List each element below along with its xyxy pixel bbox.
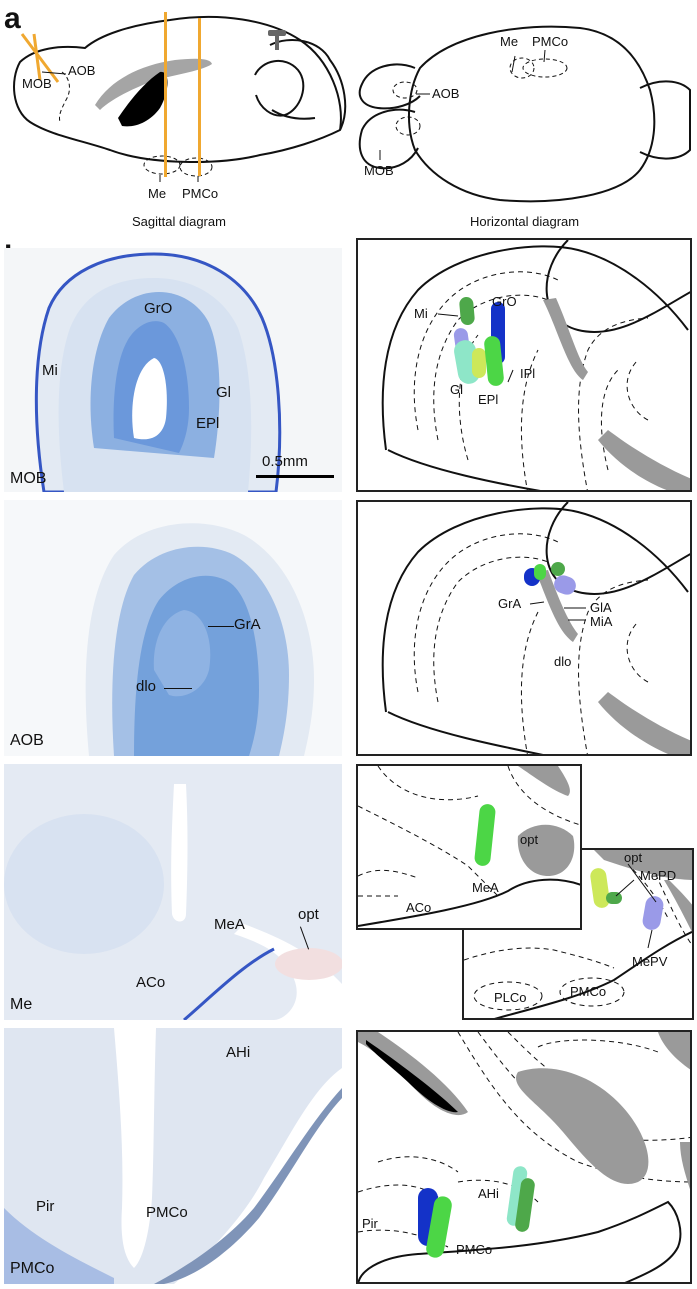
me-micro-label-mea: MeA (214, 916, 245, 933)
aob-micro-label-dlo: dlo (136, 678, 157, 695)
me-schematic-label-mea: MeA (472, 880, 499, 895)
horizontal-label-aob: AOB (432, 86, 459, 101)
mob-micrograph: GrO Mi Gl EPl 0.5mm MOB (4, 248, 342, 492)
mob-schematic-label-mi: Mi (414, 306, 428, 321)
sagittal-black-ventricle (118, 71, 168, 127)
sagittal-me-dashed (143, 155, 181, 175)
sagittal-label-me: Me (148, 186, 166, 201)
pmco-micro-label-pmco: PMCo (146, 1204, 188, 1221)
horizontal-aob-dashed-2 (395, 116, 421, 136)
mob-schematic-label-gl: Gl (450, 382, 463, 397)
pmco-section-label: PMCo (10, 1260, 55, 1277)
mob-schematic-label-epl: EPl (478, 392, 498, 407)
pmco-schematic: AHi Pir PMCo (356, 1030, 692, 1284)
electrode-mob-1 (20, 33, 60, 83)
sagittal-label-pmco: PMCo (182, 186, 218, 201)
sagittal-pmco-dashed (179, 157, 213, 177)
electrode-mob-2 (32, 33, 42, 81)
pmco-schematic-label-ahi: AHi (478, 1186, 499, 1201)
horizontal-brain (358, 25, 691, 203)
me-schematic-left: opt MeA ACo (356, 764, 582, 930)
aob-micro-label-gra: GrA (234, 616, 261, 633)
panel-a-letter: a (4, 2, 21, 35)
horizontal-label-pmco: PMCo (532, 34, 568, 49)
pmco-schematic-label-pmco: PMCo (456, 1242, 492, 1257)
mob-schematic-label-ipl: IPl (520, 366, 535, 381)
aob-schematic-label-mia: MiA (590, 614, 613, 629)
me-schematic-label-plco: PLCo (494, 990, 527, 1005)
sagittal-gray-ventricle (95, 58, 212, 110)
mob-schematic: Mi GrO Gl EPl IPl (356, 238, 692, 492)
aob-section-label: AOB (10, 732, 44, 749)
me-schematic-label-opt-right: opt (624, 850, 642, 865)
horizontal-caption: Horizontal diagram (470, 214, 579, 229)
aob-schematic-label-dlo: dlo (554, 654, 571, 669)
me-schematic-label-opt-left: opt (520, 832, 538, 847)
mob-micro-label-gro: GrO (144, 300, 173, 317)
mob-schematic-label-gro: GrO (492, 294, 517, 309)
horizontal-me-dashed (509, 57, 535, 79)
sagittal-label-aob: AOB (68, 63, 95, 78)
me-schematic-label-aco: ACo (406, 900, 431, 915)
me-micrograph: opt MeA ACo Me (4, 764, 342, 1020)
pmco-micro-label-pir: Pir (36, 1198, 55, 1215)
pmco-schematic-label-pir: Pir (362, 1216, 379, 1231)
sagittal-aob-dashed (59, 71, 70, 123)
me-schematic-label-mepv: MePV (632, 954, 668, 969)
sagittal-brain (13, 15, 347, 163)
me-schematic-label-pmco: PMCo (570, 984, 606, 999)
mob-micro-label-epl: EPl (196, 415, 220, 432)
me-section-label: Me (10, 996, 33, 1013)
sagittal-label-mob: MOB (22, 76, 52, 91)
horizontal-pmco-dashed (522, 58, 568, 78)
me-micro-label-aco: ACo (136, 974, 166, 991)
horizontal-aob-dashed-1 (392, 81, 418, 99)
aob-schematic: GrA GlA MiA dlo (356, 500, 692, 756)
pmco-micro-label-ahi: AHi (226, 1044, 251, 1061)
mob-scale-bar (256, 475, 334, 478)
mob-scale-bar-label: 0.5mm (262, 453, 308, 470)
aob-schematic-label-gra: GrA (498, 596, 521, 611)
mob-micro-label-mi: Mi (42, 362, 58, 379)
mob-micro-label-gl: Gl (216, 384, 231, 401)
aob-schematic-label-gla: GlA (590, 600, 612, 615)
aob-micrograph: GrA dlo AOB (4, 500, 342, 756)
pmco-micrograph: AHi Pir PMCo PMCo (4, 1028, 342, 1284)
me-schematic-label-mepd: MePD (640, 868, 676, 883)
me-micro-label-opt: opt (298, 906, 319, 923)
panel-a-diagrams: AOB MOB Me PMCo Sagittal diagram Me PMCo… (13, 12, 691, 229)
mob-section-label: MOB (10, 470, 47, 487)
sagittal-caption: Sagittal diagram (132, 214, 226, 229)
pin-head (268, 30, 286, 36)
pin-shaft (275, 36, 279, 50)
horizontal-label-me: Me (500, 34, 518, 49)
electrode-pmco (198, 18, 201, 176)
electrode-me (164, 12, 167, 177)
horizontal-label-mob: MOB (364, 163, 394, 178)
